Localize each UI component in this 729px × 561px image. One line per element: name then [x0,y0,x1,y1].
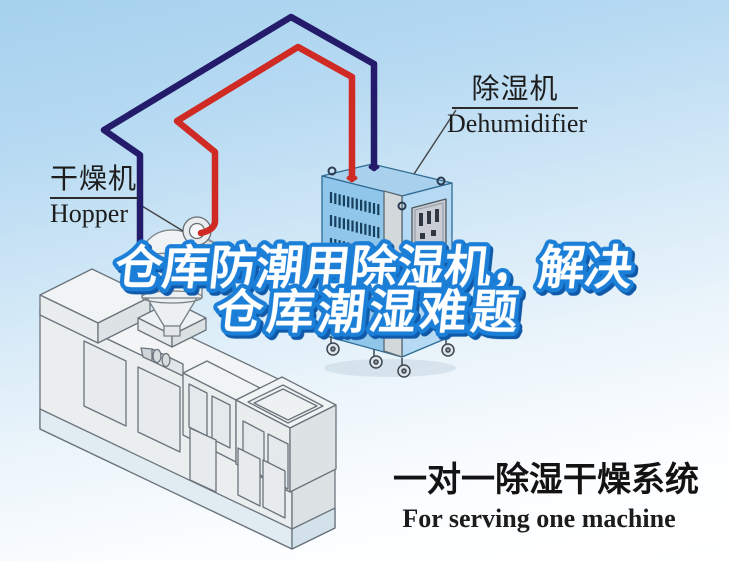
hopper-dryer-drawing [139,216,239,337]
hopper-label: 干燥机 Hopper [50,163,138,229]
air-pipes [100,13,380,252]
dehumidifier-label: 除湿机 Dehumidifier [447,73,587,138]
dehumidifier-leader-line [413,109,457,175]
dehumidifier-vents [329,192,380,262]
main-title: 仓库防潮用除湿机，解决 仓库潮湿难题 [108,237,639,342]
machine-skirt-end [291,507,336,550]
return-air-pipe-blue [100,13,378,252]
system-caption-en: For serving one machine [402,504,676,533]
hopper-label-underline [50,197,138,200]
injection-molding-machine-drawing [39,268,337,550]
dehumidifier-eyelets [327,166,446,211]
dehumidifier-label-underline [452,107,578,110]
dehumidifier-label-en: Dehumidifier [447,109,588,139]
blue-pipe-collar [368,164,380,170]
system-caption-zh: 一对一除湿干燥系统 [393,461,699,499]
hopper-label-zh: 干燥机 [50,163,138,194]
main-title-line1: 仓库防潮用除湿机，解决 [113,241,635,294]
dehumidifier-door [411,198,447,294]
hot-air-pipe-red [173,43,356,237]
dehumidifier-drawing [321,163,456,378]
hopper-leader-line [136,202,184,232]
red-pipe-collar [346,175,358,181]
dehumidifier-label-zh: 除湿机 [471,73,559,104]
hopper-label-en: Hopper [50,199,128,229]
system-caption: 一对一除湿干燥系统 For serving one machine [393,452,699,534]
dehumidifier-corner-trim [383,190,403,358]
main-title-line2: 仓库潮湿难题 [214,285,525,338]
leader-lines [136,109,457,232]
dehumidifier-casters [326,336,455,378]
